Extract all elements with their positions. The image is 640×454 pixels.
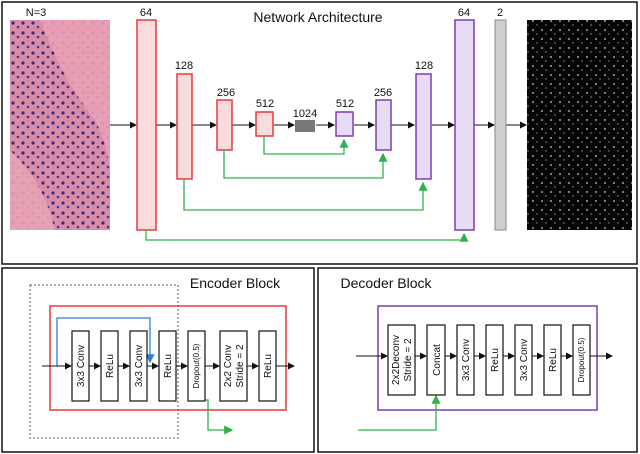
- dec4-channels: 64: [458, 7, 470, 19]
- skip-connection-2: [183, 179, 428, 211]
- input-image-label: N=3: [26, 7, 47, 19]
- dec-dropout-box: Dropout(0.5): [572, 324, 591, 396]
- decoder-skip-input: [358, 394, 441, 431]
- residual-unit-outline: [29, 284, 179, 439]
- skip-connection-1: [145, 230, 469, 242]
- output-layer: [494, 19, 507, 231]
- architecture-title: Network Architecture: [253, 9, 382, 25]
- architecture-panel: [1, 1, 638, 265]
- dec-deconv-label: 2x2Deconv: [391, 335, 402, 385]
- dec1-channels: 512: [336, 98, 354, 110]
- enc4-channels: 512: [256, 98, 274, 110]
- enc3-channels: 256: [217, 87, 235, 99]
- decoder-block-3: [415, 73, 432, 180]
- dec-conv2-box: 3x3 Conv: [514, 324, 533, 396]
- output-mask-image: [527, 20, 632, 230]
- residual-connection: [56, 317, 155, 366]
- dec-relu1-box: ReLu: [485, 324, 504, 396]
- decoder-block-1: [335, 111, 354, 137]
- enc-relu3-box: ReLu: [258, 330, 277, 402]
- dec2-channels: 256: [374, 87, 392, 99]
- enc-conv2-label: 3x3 Conv: [134, 345, 145, 387]
- output-channels: 2: [497, 7, 503, 19]
- encoder-block-4: [255, 111, 274, 137]
- encoder-panel: [1, 267, 315, 453]
- dec-deconv-box: 2x2Deconv Stride = 2: [387, 324, 416, 396]
- enc-conv1-box: 3x3 Conv: [71, 330, 90, 402]
- encoder-skip-output: [196, 399, 234, 435]
- enc2-channels: 128: [175, 60, 193, 72]
- enc-downconv-label: 2x2 Conv: [223, 345, 234, 387]
- bottleneck-block: [295, 120, 315, 132]
- dec-conv1-label: 3x3 Conv: [461, 339, 472, 381]
- enc-conv1-label: 3x3 Conv: [76, 345, 87, 387]
- enc-relu1-box: ReLu: [100, 330, 119, 402]
- input-image-tissue-region-lower: [10, 150, 55, 230]
- decoder-block-2: [375, 99, 392, 151]
- enc-relu3-label: ReLu: [263, 354, 274, 378]
- decoder-panel: [317, 267, 638, 453]
- decoder-block-outline: [377, 305, 598, 411]
- dec-concat-box: Concat: [426, 324, 446, 396]
- enc-relu2-label: ReLu: [163, 354, 174, 378]
- dec-conv2-label: 3x3 Conv: [519, 339, 530, 381]
- decoder-block-title: Decoder Block: [340, 275, 432, 291]
- dec-relu1-label: ReLu: [490, 348, 501, 372]
- skip-connection-4: [263, 136, 349, 155]
- enc-dropout-label: Dropout(0.5): [192, 343, 201, 388]
- decoder-block-4: [454, 19, 475, 231]
- encoder-block-3: [216, 99, 233, 151]
- bottleneck-channels: 1024: [293, 108, 317, 120]
- encoder-block-2: [176, 73, 193, 180]
- dec3-channels: 128: [415, 60, 433, 72]
- dec-dropout-label: Dropout(0.5): [577, 337, 586, 382]
- dec-conv1-box: 3x3 Conv: [456, 324, 475, 396]
- encoder-block-outline: [49, 305, 287, 411]
- enc-downconv-stride: Stride = 2: [235, 344, 246, 388]
- dec-relu2-box: ReLu: [543, 324, 562, 396]
- encoder-block-title: Encoder Block: [190, 275, 281, 291]
- enc1-channels: 64: [140, 7, 152, 19]
- enc-conv2-box: 3x3 Conv: [129, 330, 148, 402]
- dec-concat-label: Concat: [432, 344, 443, 376]
- input-image-tissue-region: [40, 20, 110, 180]
- skip-connection-3: [223, 150, 388, 179]
- dec-deconv-stride: Stride = 2: [403, 338, 414, 382]
- encoder-block-1: [136, 19, 157, 231]
- enc-relu1-label: ReLu: [105, 354, 116, 378]
- enc-downconv-box: 2x2 Conv Stride = 2: [219, 330, 248, 402]
- enc-dropout-box: Dropout(0.5): [187, 330, 206, 402]
- enc-relu2-box: ReLu: [158, 330, 177, 402]
- dec-relu2-label: ReLu: [548, 348, 559, 372]
